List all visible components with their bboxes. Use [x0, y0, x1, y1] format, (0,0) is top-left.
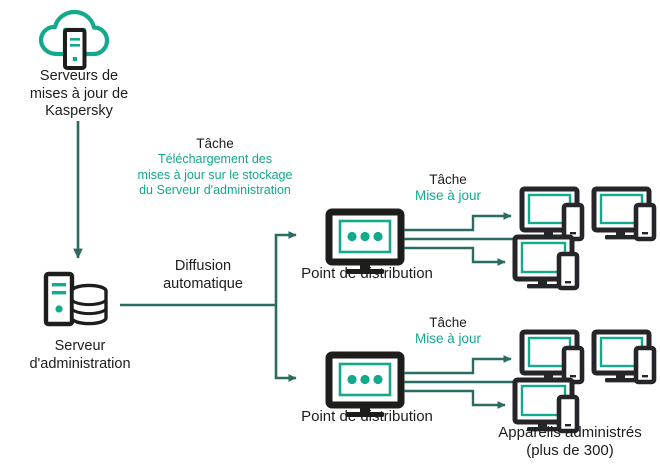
server-database-icon — [43, 271, 108, 327]
update-servers-label: Serveurs de mises à jour de Kaspersky — [0, 68, 158, 121]
update-task-top-label: Tâche Mise à jour — [383, 172, 513, 205]
download-task-label: Tâche Téléchargement des mises à jour su… — [90, 136, 340, 198]
auto-distribution-label: Diffusion automatique — [128, 258, 278, 293]
monitor-phone-icon — [591, 329, 657, 385]
auto-distribution-line1: Diffusion — [174, 258, 232, 274]
distribution-point-bottom-label: Point de distribution — [301, 408, 433, 425]
download-task-desc-line2: mises à jour sur le stockage — [137, 167, 293, 182]
download-task-word: Tâche — [196, 136, 234, 151]
admin-server-label: Serveur d'administration — [0, 338, 160, 373]
cloud-server-icon — [38, 9, 110, 70]
monitor-phone-icon — [512, 234, 580, 291]
distribution-point-top-label: Point de distribution — [301, 265, 433, 282]
update-task-top-word: Tâche — [429, 172, 467, 187]
download-task-desc-line3: du Serveur d'administration — [139, 182, 291, 197]
update-task-bottom-label: Tâche Mise à jour — [383, 315, 513, 348]
managed-devices-label: Appareils administrés (plus de 300) — [480, 424, 660, 461]
admin-server-label-line2: d'administration — [29, 355, 131, 372]
monitor-phone-icon — [591, 186, 657, 242]
distribution-point-icon — [325, 351, 405, 417]
managed-devices-line2: (plus de 300) — [526, 442, 614, 460]
edge-autodistribution-trunk — [120, 231, 297, 382]
auto-distribution-line2: automatique — [163, 275, 243, 292]
edge-updatetask-bottom-fanout — [404, 355, 523, 409]
monitor-phone-icon — [519, 329, 585, 385]
update-task-bottom-name: Mise à jour — [414, 331, 482, 347]
update-servers-label-line3: Kaspersky — [45, 103, 113, 120]
download-task-desc-line1: Téléchargement des — [158, 152, 272, 167]
distribution-point-icon — [325, 208, 405, 274]
update-servers-label-line1: Serveurs de — [39, 68, 119, 84]
update-servers-label-line2: mises à jour de — [29, 85, 129, 102]
update-task-top-name: Mise à jour — [414, 188, 482, 204]
admin-server-label-line1: Serveur — [54, 338, 106, 354]
update-task-bottom-word: Tâche — [429, 315, 467, 330]
managed-devices-line1: Appareils administrés — [498, 424, 642, 441]
monitor-phone-icon — [512, 377, 580, 434]
edge-updatetask-top-fanout — [404, 212, 523, 266]
monitor-phone-icon — [519, 186, 585, 242]
